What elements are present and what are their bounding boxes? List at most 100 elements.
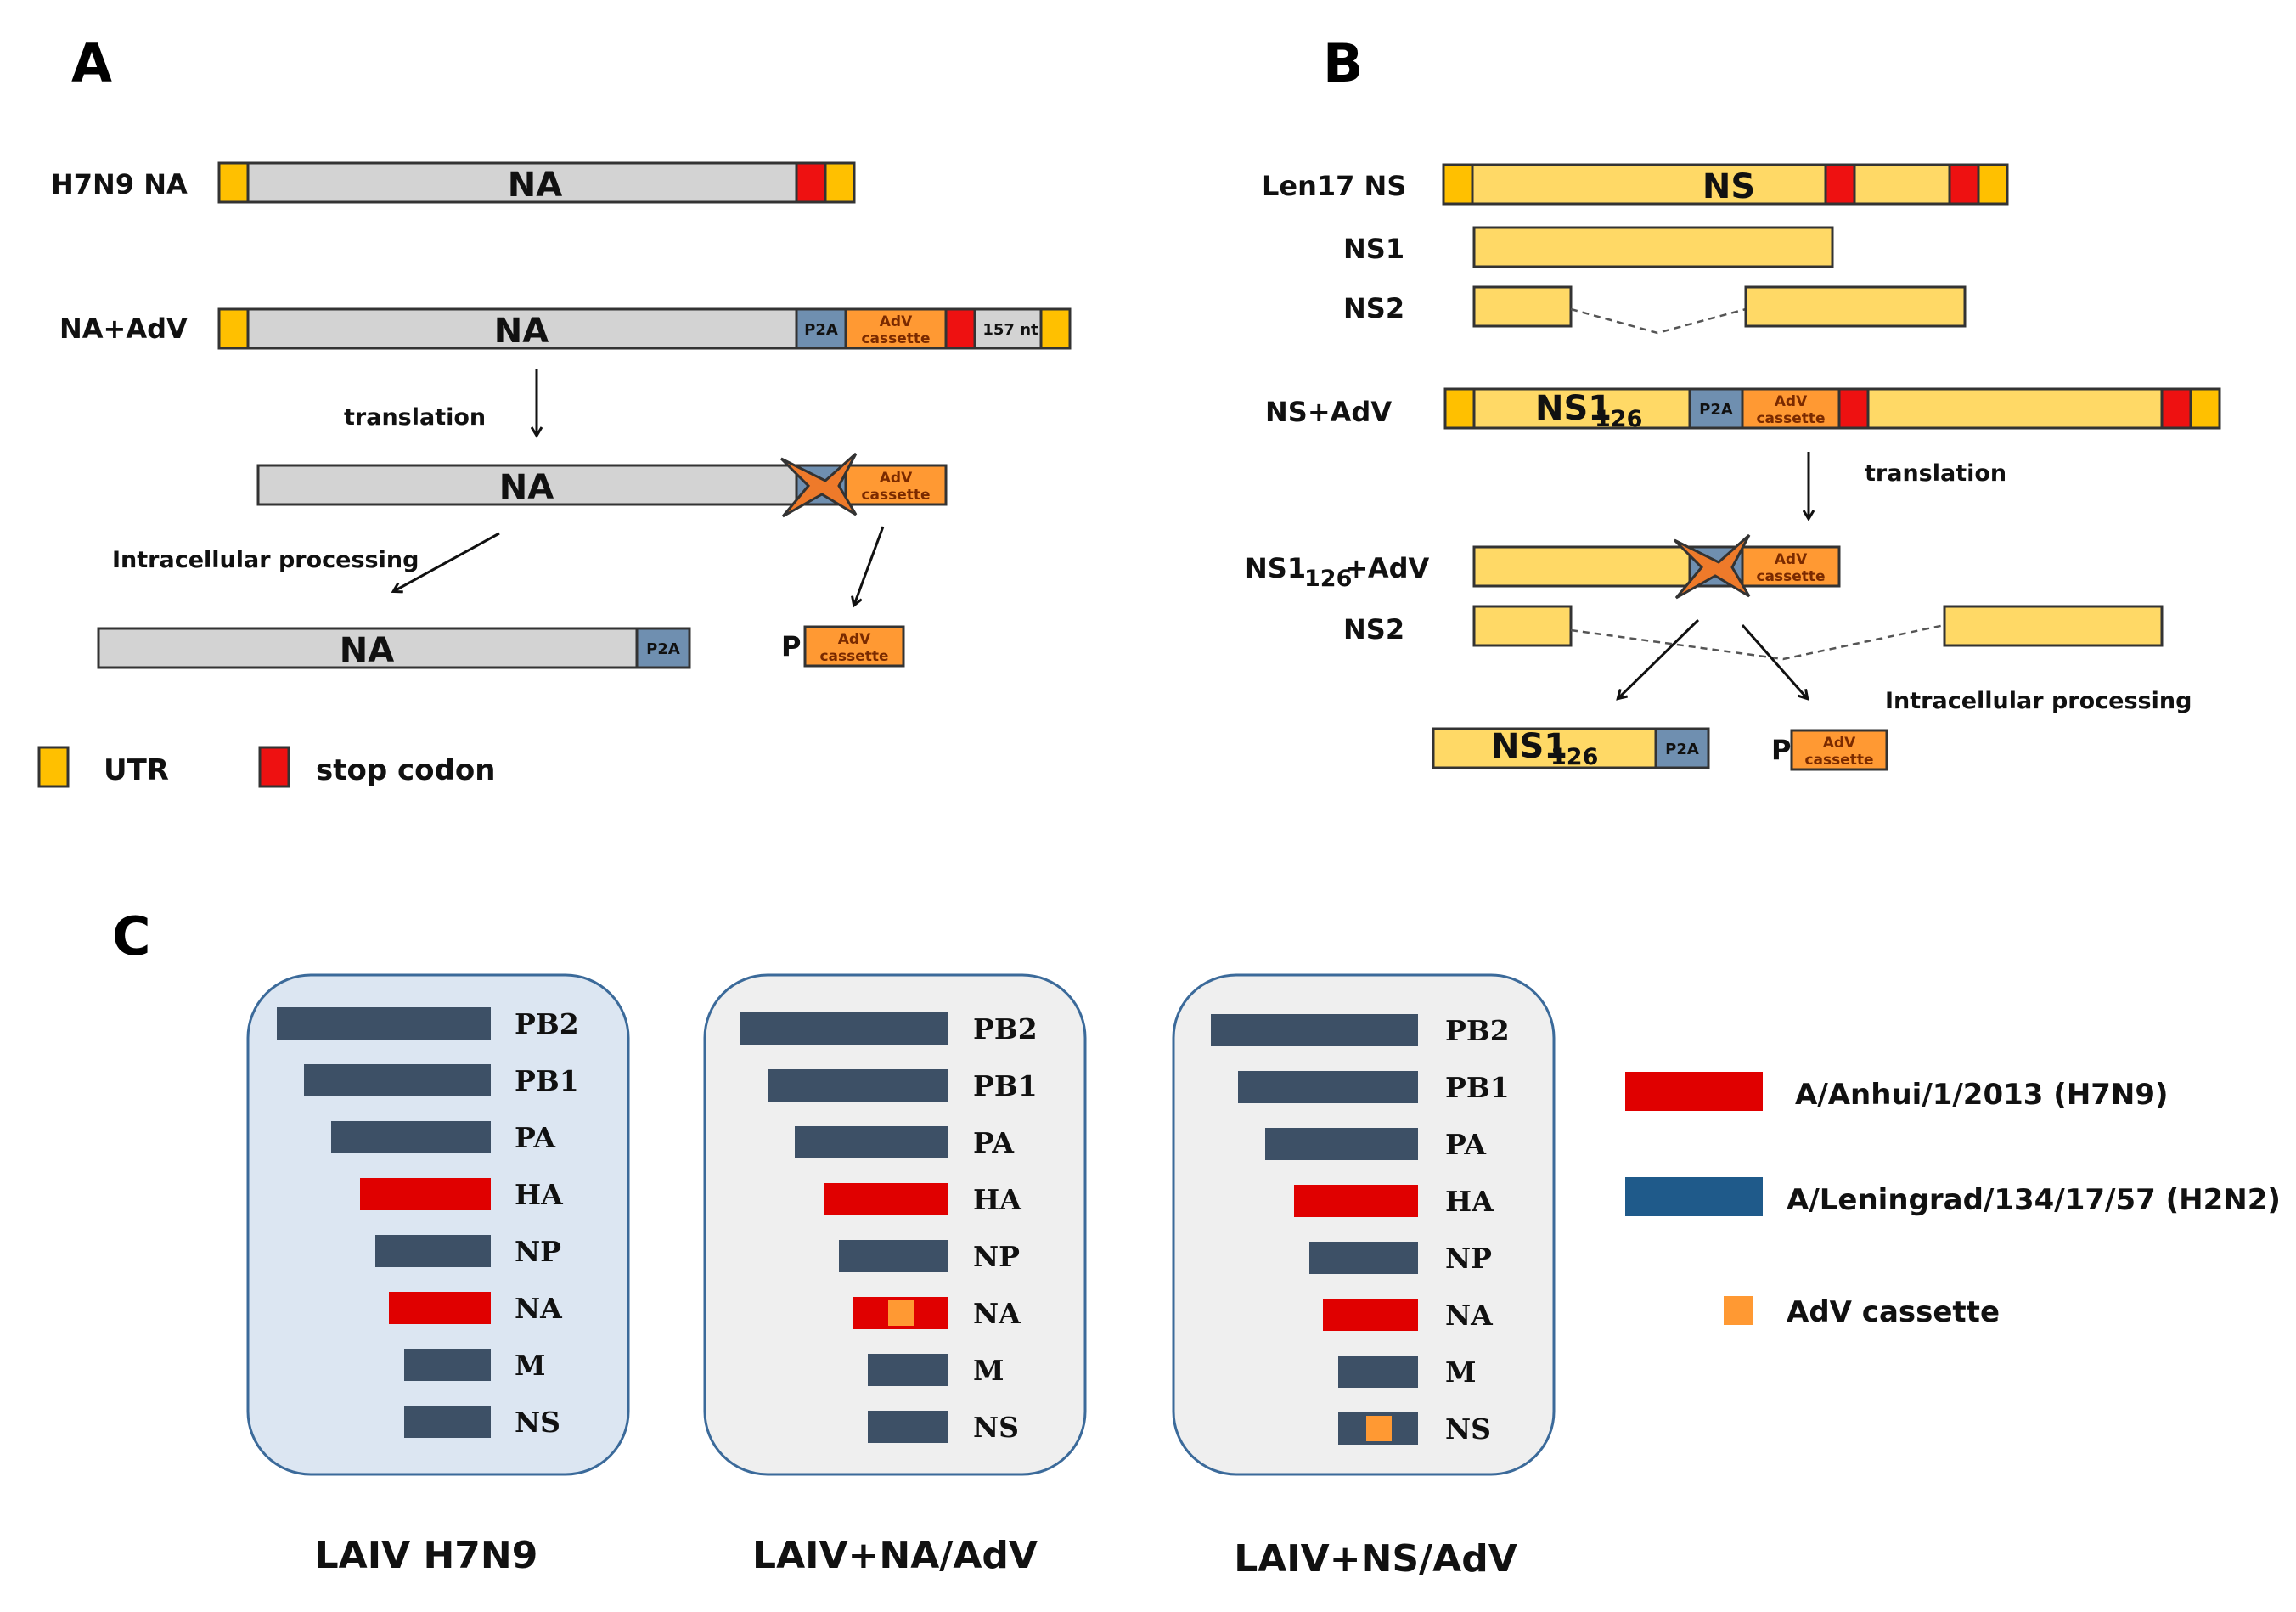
ns1-product — [1472, 226, 1834, 268]
segment-label-ns: NS — [973, 1411, 1019, 1444]
legend-h2n2: A/Leningrad/134/17/57 (H2N2) — [1625, 1177, 2281, 1217]
caption-laiv-ns-adv: LAIV+NS/AdV — [1234, 1537, 1517, 1581]
caption-laiv-h7n9: LAIV H7N9 — [315, 1534, 538, 1577]
ns2-label-2: NS2 — [1343, 613, 1404, 645]
ns2-product-2 — [1472, 605, 2164, 661]
adv-text-line2: cassette — [1804, 752, 1873, 769]
na-text: NA — [340, 631, 394, 670]
ns2-label: NS2 — [1343, 292, 1404, 324]
legend-utr: UTR — [37, 746, 169, 788]
ns1-126-subscript: 126 — [1550, 744, 1598, 770]
segment-label-na: NA — [973, 1297, 1021, 1330]
segment-bar-np — [1309, 1242, 1418, 1274]
ns-text: NS — [1702, 167, 1755, 206]
segment-bar-ns — [404, 1406, 491, 1438]
segment-bar-pb1 — [304, 1064, 491, 1096]
157nt-text: 157 nt — [982, 321, 1038, 339]
segment-bar-ha — [1294, 1185, 1418, 1217]
segment-label-ns: NS — [1445, 1412, 1491, 1446]
segment-label-pb2: PB2 — [973, 1012, 1038, 1046]
processing-arrow-b-left — [1618, 618, 1700, 698]
na-translated-product: NA AdV cassette — [256, 452, 948, 518]
adv-cassette-marker — [888, 1300, 914, 1326]
legend-h7n9-text: A/Anhui/1/2013 (H7N9) — [1795, 1078, 2169, 1112]
stop-codon-box — [795, 161, 827, 204]
utr-box — [824, 161, 856, 204]
legend-adv-swatch — [1724, 1296, 1753, 1325]
segment-bar-m — [404, 1349, 491, 1381]
legend-stop-codon: stop codon — [258, 746, 495, 788]
p-text: P — [1771, 734, 1791, 766]
h7n9-na-label: H7N9 NA — [51, 168, 188, 200]
ns-adv-label: NS+AdV — [1265, 396, 1392, 428]
processing-text-b: Intracellular processing — [1885, 688, 2192, 714]
na-text: NA — [494, 312, 549, 351]
processing-arrow-b-right — [1741, 624, 1807, 698]
stop-legend-text: stop codon — [316, 753, 495, 787]
adv-text-line1: AdV — [1775, 551, 1808, 568]
ns2-product — [1472, 285, 1967, 335]
panel-b-letter: B — [1323, 32, 1363, 94]
segment-label-na: NA — [515, 1292, 562, 1325]
segment-label-m: M — [1445, 1356, 1477, 1389]
segment-label-ns: NS — [515, 1406, 560, 1439]
segment-label-np: NP — [1445, 1242, 1492, 1275]
adv-text-line2: cassette — [1756, 410, 1825, 427]
adv-text-line1: AdV — [880, 313, 913, 330]
segment-bar-pa — [795, 1126, 948, 1158]
adv-text-line1: AdV — [1823, 735, 1856, 752]
legend-h7n9-swatch — [1625, 1072, 1763, 1111]
segment-bar-pb1 — [768, 1069, 948, 1102]
legend-h7n9: A/Anhui/1/2013 (H7N9) — [1625, 1072, 2169, 1112]
na-text: NA — [508, 166, 562, 205]
p-text: P — [781, 630, 801, 662]
p2a-text: P2A — [646, 640, 680, 658]
legend-h2n2-swatch — [1625, 1177, 1763, 1216]
segment-label-pb1: PB1 — [515, 1064, 579, 1097]
adv-text-line1: AdV — [880, 470, 913, 487]
panel-a-letter: A — [71, 32, 112, 94]
legend-adv-text: AdV cassette — [1787, 1295, 2000, 1329]
segment-bar-pb2 — [277, 1007, 491, 1040]
p2a-text: P2A — [1665, 741, 1699, 758]
segment-bar-pb1 — [1238, 1071, 1418, 1103]
segment-label-na: NA — [1445, 1299, 1493, 1332]
ns1-label: NS1 — [1343, 233, 1404, 265]
ns1-126-adv-label: NS1 126 +AdV — [1245, 552, 1429, 592]
segment-label-pa: PA — [515, 1121, 555, 1154]
p2a-text: P2A — [804, 321, 838, 339]
caption-laiv-na-adv: LAIV+NA/AdV — [752, 1534, 1038, 1577]
ns1-126-processed-product: NS1 126 P2A — [1432, 727, 1710, 770]
adv-text-line2: cassette — [861, 330, 930, 347]
na-adv-label: NA+AdV — [59, 313, 188, 345]
label-part-sub: 126 — [1304, 566, 1352, 592]
segment-bar-na — [389, 1292, 491, 1324]
segment-label-m: M — [515, 1349, 546, 1382]
segment-bar-pa — [1265, 1128, 1418, 1160]
segment-bar-ns — [868, 1411, 948, 1443]
na-adv-construct: NA P2A AdV cassette 157 nt — [217, 307, 1072, 351]
legend-adv: AdV cassette — [1724, 1295, 2000, 1329]
h7n9-na-construct: NA — [217, 161, 856, 205]
segment-label-pb2: PB2 — [515, 1007, 579, 1040]
segment-label-pa: PA — [973, 1126, 1014, 1159]
processing-arrow-right — [854, 526, 885, 605]
segment-bar-na — [1323, 1299, 1418, 1331]
panel-c-letter: C — [112, 905, 151, 967]
cleavage-star-icon — [1673, 533, 1751, 600]
segment-bar-pa — [331, 1121, 491, 1153]
ns1-126-text: NS1 — [1491, 727, 1567, 766]
adv-text-line2: cassette — [819, 648, 888, 665]
utr-legend-text: UTR — [104, 753, 169, 787]
adv-text-line1: AdV — [1775, 393, 1808, 410]
adv-text-line2: cassette — [861, 487, 930, 504]
segment-label-ha: HA — [973, 1183, 1021, 1216]
segment-label-ha: HA — [1445, 1185, 1494, 1218]
segment-bar-pb2 — [1211, 1014, 1418, 1046]
p2a-text: P2A — [1699, 401, 1733, 419]
ns-adv-construct: NS1 126 P2A AdV cassette — [1443, 387, 2221, 432]
segment-label-pb1: PB1 — [1445, 1071, 1510, 1104]
adv-text-line2: cassette — [1756, 568, 1825, 585]
adv-cassette-marker — [1366, 1416, 1392, 1441]
